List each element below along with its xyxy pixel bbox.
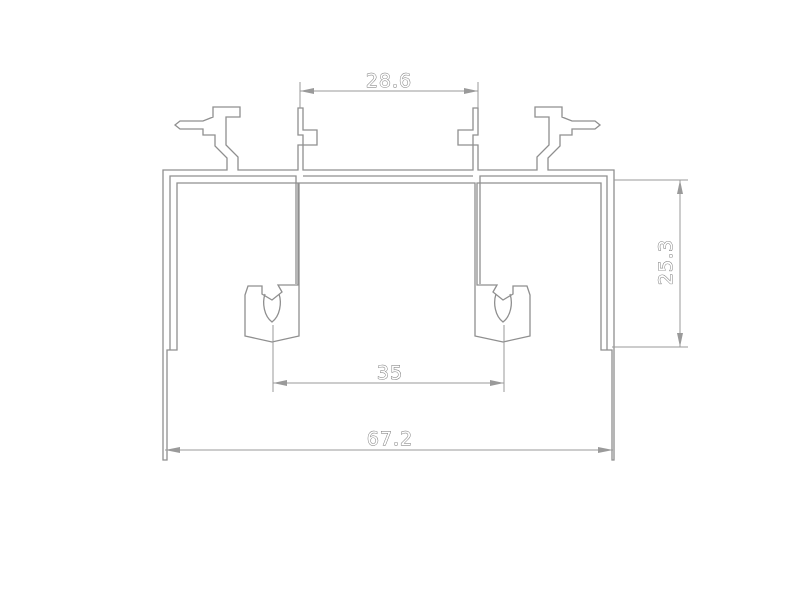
arrow-width-right (598, 447, 613, 453)
arrow-right (464, 88, 478, 94)
arrow-groove-right (490, 380, 504, 386)
dimension-label-top-gap: 28.6 (366, 70, 412, 92)
inner-wall-left (169, 175, 297, 350)
dimension-overall-width: 67.2 (165, 428, 613, 453)
profile-outline (162, 106, 615, 461)
arrow-groove-left (273, 380, 287, 386)
dimension-side-height: 25.3 (612, 179, 688, 348)
left-groove-keyhole (263, 293, 281, 323)
dimension-top-gap: 28.6 (299, 70, 479, 108)
arrow-width-left (165, 447, 180, 453)
profile-outer-contour (162, 106, 615, 461)
arrow-height-bottom (677, 333, 683, 347)
arrow-height-top (677, 180, 683, 194)
dimension-groove-spacing: 35 (272, 325, 505, 392)
arrow-left (300, 88, 314, 94)
inner-wall-right (479, 175, 608, 350)
dimension-label-overall-width: 67.2 (367, 428, 413, 450)
right-groove-keyhole (494, 293, 512, 323)
dimension-label-groove-spacing: 35 (377, 362, 403, 384)
dimension-label-side-height: 25.3 (655, 239, 677, 285)
